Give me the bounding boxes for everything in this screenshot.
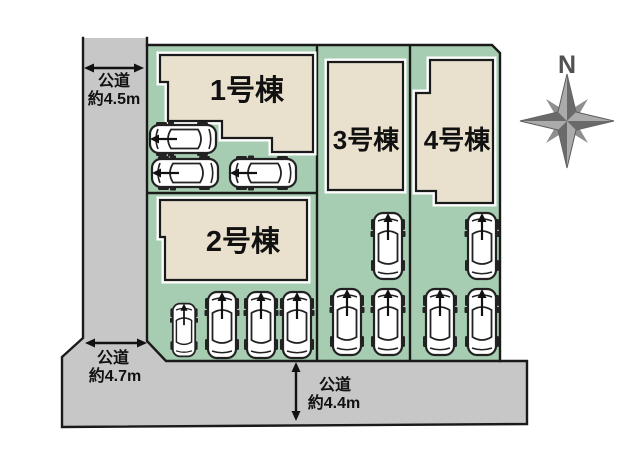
car <box>369 287 407 357</box>
compass-shade-s <box>558 121 567 168</box>
arrow-up-icon <box>291 362 301 372</box>
southwest-road-dimension: 公道 約4.7m <box>85 338 147 385</box>
building-4: 4号棟 <box>412 56 497 207</box>
building-3: 3号棟 <box>324 58 407 194</box>
building-1: 1号棟 <box>156 51 317 156</box>
compass-north-label: N <box>558 51 576 79</box>
compass-shade-e <box>567 121 614 130</box>
car <box>203 290 241 360</box>
roads-layer <box>60 36 529 429</box>
west-road-dimension: 公道 約4.5m <box>84 63 144 108</box>
south-road-dimension: 公道 約4.4m <box>291 362 360 421</box>
car <box>328 287 366 357</box>
south-road-name: 公道 <box>319 375 351 394</box>
arrow-left-icon <box>84 63 94 73</box>
south-road-width: 約4.4m <box>308 393 360 412</box>
car <box>150 154 220 192</box>
public-road-surface <box>62 38 527 427</box>
arrow-right-icon <box>137 338 147 348</box>
car <box>463 287 501 357</box>
arrow-down-icon <box>291 411 301 421</box>
southwest-road-width: 約4.7m <box>89 366 141 385</box>
car <box>228 154 298 192</box>
building-2-label: 2号棟 <box>206 225 281 258</box>
compass-shade-n <box>567 74 576 121</box>
car <box>148 120 218 158</box>
car <box>421 287 459 357</box>
car <box>169 302 199 358</box>
car <box>278 290 316 360</box>
west-road-width: 約4.5m <box>88 89 140 108</box>
building-4-label: 4号棟 <box>424 125 491 155</box>
building-1-label: 1号棟 <box>210 74 285 107</box>
car <box>463 211 501 281</box>
compass-rose: N <box>519 51 615 169</box>
arrow-left-icon <box>85 338 95 348</box>
building-3-label: 3号棟 <box>333 125 400 155</box>
arrow-right-icon <box>134 63 144 73</box>
car <box>369 211 407 281</box>
southwest-road-name: 公道 <box>97 348 129 367</box>
building-2: 2号棟 <box>156 196 311 284</box>
compass-shade-w <box>520 112 567 121</box>
west-road-name: 公道 <box>98 71 130 90</box>
car <box>242 290 280 360</box>
